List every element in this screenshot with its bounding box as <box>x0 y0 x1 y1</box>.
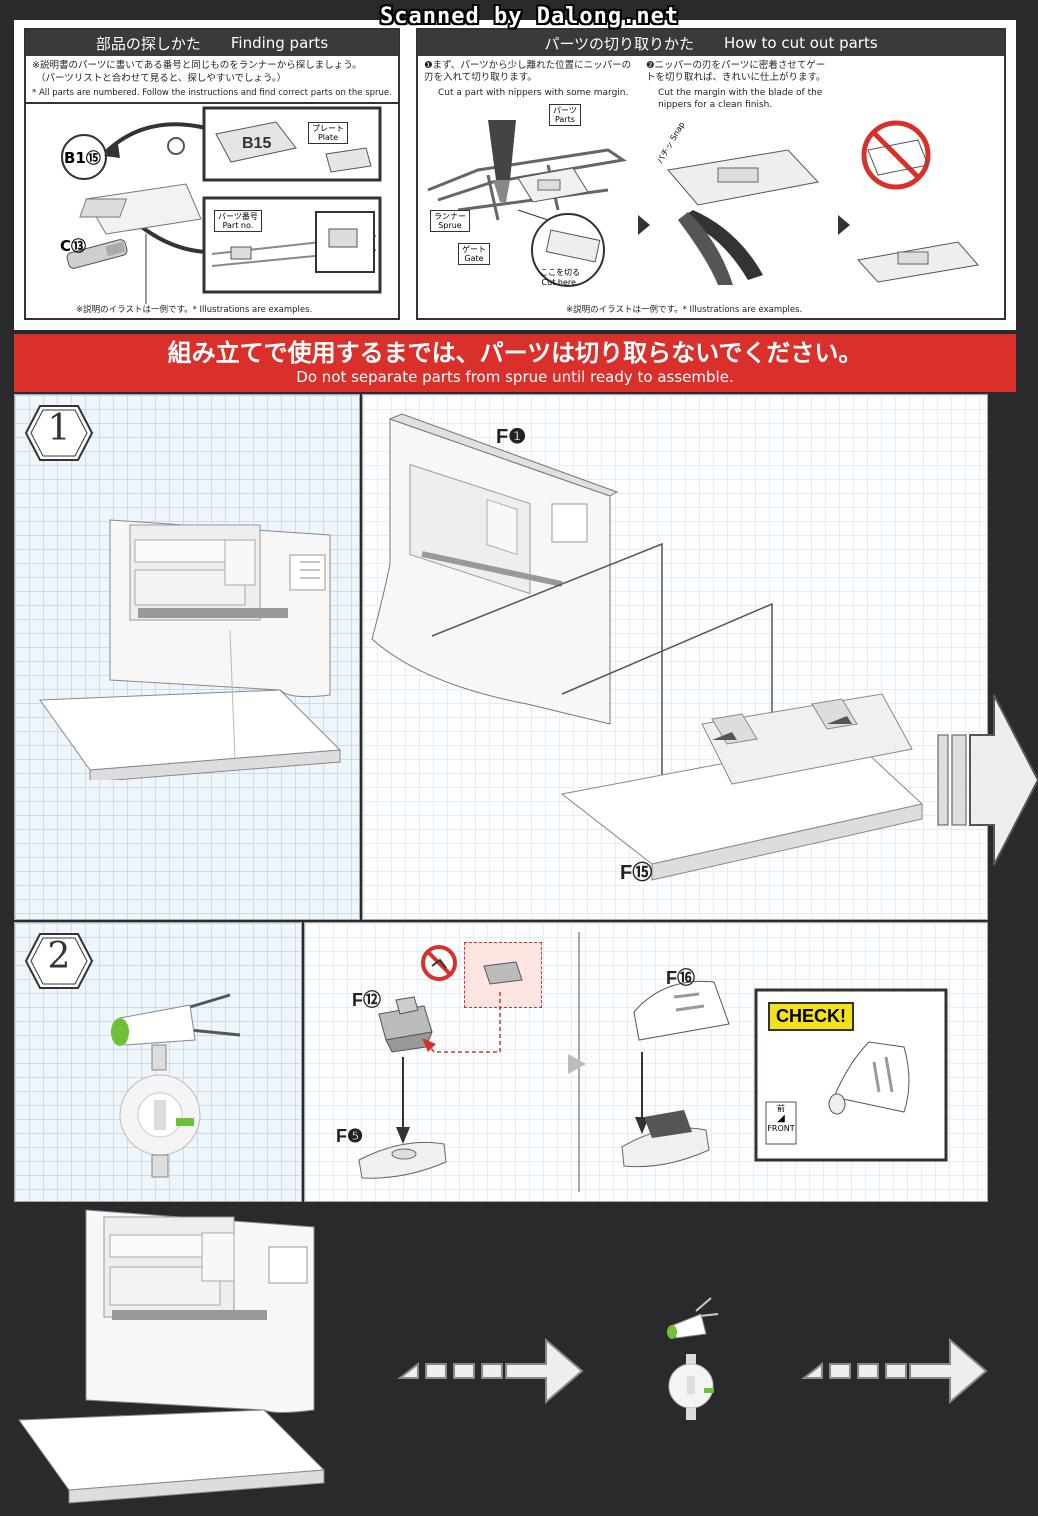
finding-parts-title-jp: 部品の探しかた <box>95 34 201 53</box>
svg-text:B15: B15 <box>242 135 271 152</box>
finding-parts-divider <box>26 102 398 104</box>
parts-tag: パーツ Parts <box>549 104 581 126</box>
step2-number: 2 <box>47 936 71 977</box>
step1-exploded-diagram <box>371 413 924 881</box>
next-step-arrow-icon <box>937 694 1038 866</box>
plate-tag: プレート Plate <box>308 122 348 144</box>
cut-step1-en: Cut a part with nippers with some margin… <box>438 88 629 98</box>
step2-part-f16-label: F⑯ <box>666 968 695 988</box>
front-indicator: 前 ◢ FRONT <box>766 1104 796 1134</box>
step2-part-f12-label: F⑫ <box>352 990 381 1010</box>
runner-tag-en: Sprue <box>438 221 462 230</box>
front-arrow-icon: ◢ <box>777 1113 785 1124</box>
step1-part-f15-label: F⑮ <box>620 862 653 884</box>
plate-tag-en: Plate <box>317 133 338 142</box>
summary-droid <box>667 1297 719 1420</box>
finding-parts-note-en: * All parts are numbered. Follow the ins… <box>32 88 392 98</box>
finding-parts-note-jp-2: （パーツリストと合わせて見ると、探しやすいでしょう。） <box>36 73 287 84</box>
cut-here-label: ここを切る Cut here. <box>540 268 580 288</box>
summary-arrow-1-icon <box>397 1337 584 1405</box>
finding-parts-b15-label: B1⑮ <box>64 149 101 167</box>
gate-tag-jp: ゲート <box>462 245 486 254</box>
check-badge: CHECK! <box>768 1002 854 1031</box>
part-no-tag-en: Part no. <box>222 221 254 230</box>
gate-tag: ゲート Gate <box>458 243 490 265</box>
finding-parts-footer: ※説明のイラストは一例です。* Illustrations are exampl… <box>76 305 313 315</box>
runner-tag: ランナー Sprue <box>430 210 470 232</box>
step1-number: 1 <box>47 408 71 449</box>
finding-parts-title-en: Finding parts <box>230 34 329 52</box>
cut-parts-illustration <box>427 120 979 287</box>
summary-arrow-2-icon <box>801 1337 988 1405</box>
step1-part-f1-label: F❶ <box>496 426 527 448</box>
step2-assembled-preview <box>111 993 241 1178</box>
summary-assembled-stand <box>18 1209 326 1504</box>
part-no-tag-jp: パーツ番号 <box>218 212 258 221</box>
front-indicator-en: FRONT <box>767 1124 795 1133</box>
finding-parts-c13-label: C⑬ <box>60 237 87 255</box>
part-no-tag: パーツ番号 Part no. <box>214 210 262 232</box>
cut-parts-panel: パーツの切り取りかた How to cut out parts ❶まず、パーツか… <box>416 28 1006 320</box>
warning-text-jp: 組み立てで使用するまでは、パーツは切り取らないでください。 <box>167 339 863 367</box>
cut-here-en: Cut here. <box>541 278 579 287</box>
step1-assembled-preview <box>39 519 342 780</box>
step2-part-f5-label: F❺ <box>336 1126 364 1146</box>
step2-prohibit-icon <box>421 945 457 981</box>
cut-parts-title-jp: パーツの切り取りかた <box>544 34 695 53</box>
cut-step2-en: Cut the margin with the blade of the nip… <box>658 88 823 110</box>
watermark: Scanned by Dalong.net <box>380 4 680 29</box>
cut-parts-header: パーツの切り取りかた How to cut out parts <box>418 30 1004 56</box>
warning-text-en: Do not separate parts from sprue until r… <box>296 368 734 386</box>
finding-parts-panel: 部品の探しかた Finding parts ※説明書のパーツに書いてある番号と同… <box>24 28 400 320</box>
step2-diagram <box>358 932 948 1192</box>
finding-parts-header: 部品の探しかた Finding parts <box>26 30 398 56</box>
plate-tag-jp: プレート <box>312 124 344 133</box>
parts-tag-jp: パーツ <box>553 106 577 115</box>
cut-step1-jp: ❶まず、パーツから少し離れた位置にニッパーの刃を入れて切り取ります。 <box>424 60 632 83</box>
parts-tag-en: Parts <box>554 115 575 124</box>
cut-step2-jp: ❷ニッパーの刃をパーツに密着させてゲートを切り取れば、きれいに仕上がります。 <box>646 60 826 83</box>
step2-number-badge <box>24 933 94 989</box>
cut-here-jp: ここを切る <box>540 268 580 277</box>
step1-number-badge <box>24 405 94 461</box>
runner-tag-jp: ランナー <box>434 212 466 221</box>
cut-parts-footer: ※説明のイラストは一例です。* Illustrations are exampl… <box>566 305 803 315</box>
cut-parts-title-en: How to cut out parts <box>724 34 878 52</box>
finding-parts-illustration: B15 <box>61 106 382 304</box>
front-indicator-jp: 前 <box>777 1104 785 1113</box>
finding-parts-note-jp-1: ※説明書のパーツに書いてある番号と同じものをランナーから探しましょう。 <box>32 60 362 71</box>
gate-tag-en: Gate <box>464 254 484 263</box>
warning-banner: 組み立てで使用するまでは、パーツは切り取らないでください。 Do not sep… <box>14 334 1016 392</box>
